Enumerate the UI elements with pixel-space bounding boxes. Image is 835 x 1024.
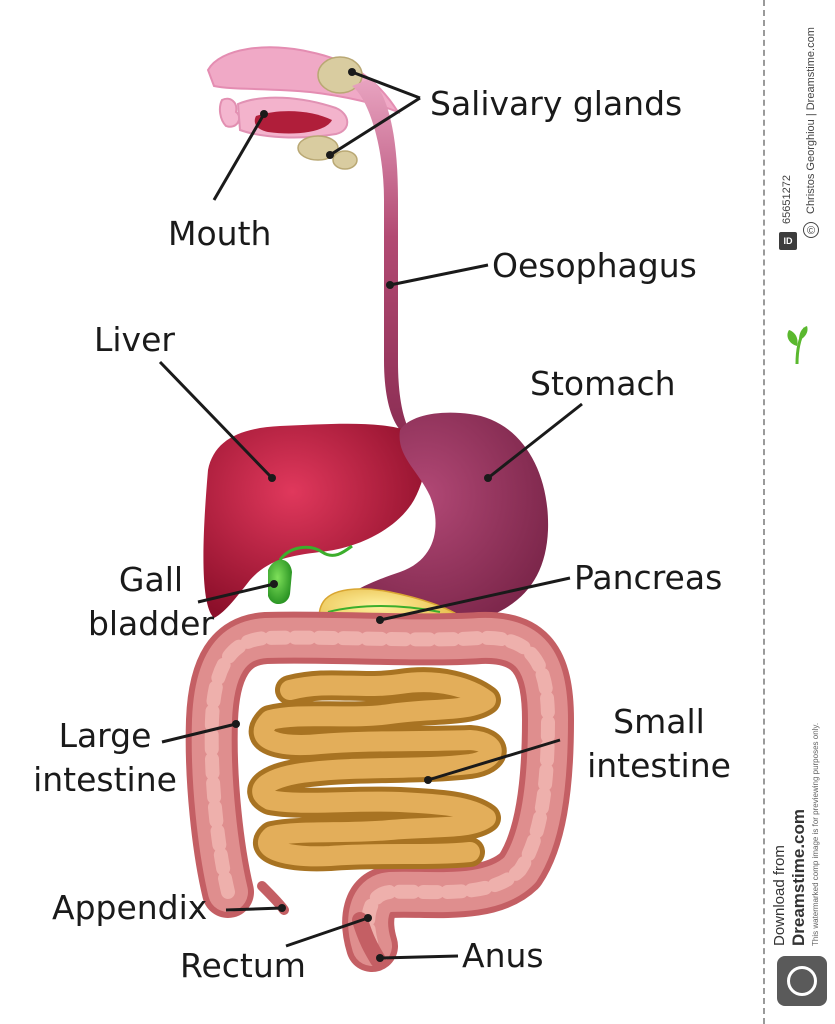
label-rectum: Rectum — [180, 946, 306, 985]
liver-illustration — [203, 423, 426, 618]
leader-salivary-lower — [329, 96, 421, 157]
tongue — [254, 111, 332, 134]
label-gall-bladder-line1: Gall — [118, 560, 184, 599]
leader-appendix — [225, 906, 283, 912]
label-appendix: Appendix — [52, 888, 208, 927]
label-anus: Anus — [462, 936, 544, 975]
label-small-intestine: Small intestine — [584, 700, 734, 788]
label-large-intestine-line1: Large — [58, 716, 152, 755]
sidebar-download-from: Download from — [771, 845, 788, 946]
id-badge: ID — [779, 232, 797, 250]
gall-bladder-illustration — [268, 544, 353, 605]
watermark-sidebar: © Christos Georghiou | Dreamstime.com ID… — [763, 0, 835, 1024]
digestive-system-diagram — [158, 46, 583, 972]
leader-dots — [232, 68, 492, 962]
lips — [218, 97, 241, 128]
leader-large-intestine — [161, 722, 237, 744]
salivary-gland-sub — [332, 150, 358, 170]
label-large-intestine-line2: intestine — [33, 760, 177, 799]
label-liver: Liver — [94, 320, 175, 359]
leader-oesophagus — [389, 263, 489, 287]
label-large-intestine: Large intestine — [30, 714, 180, 802]
leader-stomach — [487, 402, 583, 480]
label-pancreas: Pancreas — [574, 558, 723, 597]
label-small-intestine-line2: intestine — [587, 746, 731, 785]
label-stomach: Stomach — [530, 364, 676, 403]
label-mouth: Mouth — [168, 214, 272, 253]
leader-rectum — [285, 916, 369, 948]
label-gall-bladder: Gall bladder — [86, 558, 216, 646]
copyright-icon: © — [803, 222, 819, 238]
leaf-icon — [787, 326, 808, 365]
leader-pancreas — [379, 576, 571, 622]
leader-anus — [379, 954, 459, 960]
sidebar-credit: Christos Georghiou | Dreamstime.com — [805, 27, 817, 214]
leader-lines — [158, 70, 583, 960]
label-small-intestine-line1: Small — [613, 702, 705, 741]
small-intestine-illustration — [247, 667, 507, 872]
sidebar-image-id: 65651272 — [781, 175, 793, 224]
sidebar-site: Dreamstime.com — [789, 808, 808, 946]
leader-salivary-upper — [351, 70, 421, 100]
leader-gall-bladder — [197, 582, 275, 604]
sidebar-disclaimer: This watermarked comp image is for previ… — [811, 722, 820, 946]
label-gall-bladder-line2: bladder — [87, 604, 215, 643]
label-oesophagus: Oesophagus — [492, 246, 697, 285]
leader-small-intestine — [427, 738, 561, 782]
leader-liver — [158, 360, 274, 480]
leader-mouth — [212, 113, 266, 201]
oesophagus-illustration — [352, 78, 410, 432]
label-salivary-glands: Salivary glands — [430, 84, 683, 123]
large-intestine-illustration — [185, 611, 574, 972]
dreamstime-logo-icon — [777, 956, 827, 1006]
